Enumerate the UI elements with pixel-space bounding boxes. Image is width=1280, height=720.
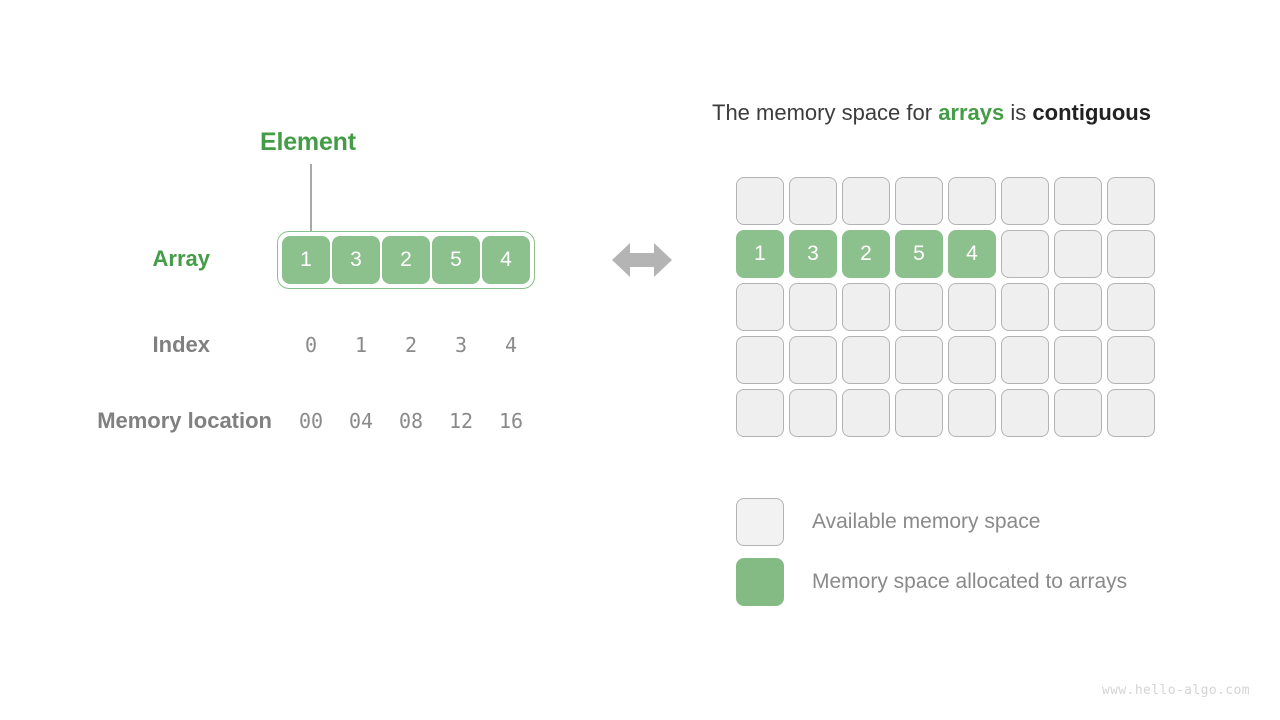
double-headed-arrow-icon — [612, 243, 672, 277]
memory-cell — [842, 177, 890, 225]
legend-label-allocated: Memory space allocated to arrays — [812, 570, 1128, 593]
element-callout-connector-line — [310, 164, 312, 238]
memory-cell — [789, 177, 837, 225]
memory-cell — [736, 283, 784, 331]
array-cell: 4 — [482, 236, 530, 284]
memory-cell — [948, 177, 996, 225]
index-row-label: Index — [152, 332, 210, 357]
memory-cell — [1107, 389, 1155, 437]
memory-cell — [736, 389, 784, 437]
memory-cell — [1001, 230, 1049, 278]
headline-highlight-arrays: arrays — [938, 100, 1005, 125]
memory-space-panel: The memory space for arrays is contiguou… — [700, 0, 1280, 720]
memory-cell — [1054, 283, 1102, 331]
memory-cell — [1107, 177, 1155, 225]
memory-cell — [842, 336, 890, 384]
memory-cell — [948, 389, 996, 437]
memory-cell — [842, 283, 890, 331]
memory-cell — [1054, 230, 1102, 278]
memory-cell-allocated: 4 — [948, 230, 996, 278]
memory-cell-allocated: 1 — [736, 230, 784, 278]
array-container: 1 3 2 5 4 — [277, 231, 535, 289]
memory-location-value: 04 — [348, 409, 374, 433]
memory-cell — [842, 389, 890, 437]
index-values-row: 0 1 2 3 4 — [287, 333, 535, 357]
memory-cell — [1054, 389, 1102, 437]
memory-cell — [895, 283, 943, 331]
watermark: www.hello-algo.com — [1101, 683, 1250, 698]
legend: Available memory space Memory space allo… — [736, 492, 1127, 612]
memory-cell-allocated: 5 — [895, 230, 943, 278]
legend-item-allocated: Memory space allocated to arrays — [736, 552, 1127, 612]
memory-cell — [1107, 336, 1155, 384]
legend-label-available: Available memory space — [812, 510, 1041, 533]
memory-cell — [789, 389, 837, 437]
headline-text-part1: The memory space for — [712, 100, 939, 125]
memory-cell — [1107, 230, 1155, 278]
legend-item-available: Available memory space — [736, 492, 1127, 552]
memory-location-row-label: Memory location — [97, 408, 272, 433]
array-cell: 1 — [282, 236, 330, 284]
memory-location-value: 00 — [298, 409, 324, 433]
panel-headline: The memory space for arrays is contiguou… — [712, 100, 1151, 126]
memory-location-value: 16 — [498, 409, 524, 433]
memory-location-value: 08 — [398, 409, 424, 433]
memory-cell — [1001, 177, 1049, 225]
memory-grid: 1 3 2 5 4 — [736, 177, 1155, 437]
array-cell: 2 — [382, 236, 430, 284]
legend-swatch-available-icon — [736, 498, 784, 546]
memory-cell — [895, 177, 943, 225]
memory-cell — [1001, 283, 1049, 331]
memory-location-value: 12 — [448, 409, 474, 433]
headline-strong-contiguous: contiguous — [1032, 100, 1151, 125]
memory-cell — [736, 177, 784, 225]
memory-cell-allocated: 2 — [842, 230, 890, 278]
index-value: 0 — [304, 333, 318, 357]
array-cell: 3 — [332, 236, 380, 284]
memory-cell — [1001, 336, 1049, 384]
memory-cell — [1001, 389, 1049, 437]
index-value: 2 — [404, 333, 418, 357]
memory-cell — [948, 336, 996, 384]
element-callout-label: Element — [260, 128, 356, 156]
memory-cell — [789, 336, 837, 384]
memory-cell — [1107, 283, 1155, 331]
memory-location-values-row: 00 04 08 12 16 — [287, 409, 535, 433]
memory-cell-allocated: 3 — [789, 230, 837, 278]
index-value: 3 — [454, 333, 468, 357]
memory-cell — [948, 283, 996, 331]
memory-cell — [789, 283, 837, 331]
legend-swatch-allocated-icon — [736, 558, 784, 606]
memory-cell — [1054, 177, 1102, 225]
index-value: 1 — [354, 333, 368, 357]
index-value: 4 — [504, 333, 518, 357]
memory-cell — [895, 389, 943, 437]
array-cell: 5 — [432, 236, 480, 284]
headline-text-part2: is — [1004, 100, 1033, 125]
memory-cell — [895, 336, 943, 384]
memory-cell — [1054, 336, 1102, 384]
array-diagram-panel: Element Array 1 3 2 5 4 Index 0 1 2 3 4 … — [0, 0, 672, 720]
array-row-label: Array — [152, 246, 210, 271]
memory-cell — [736, 336, 784, 384]
